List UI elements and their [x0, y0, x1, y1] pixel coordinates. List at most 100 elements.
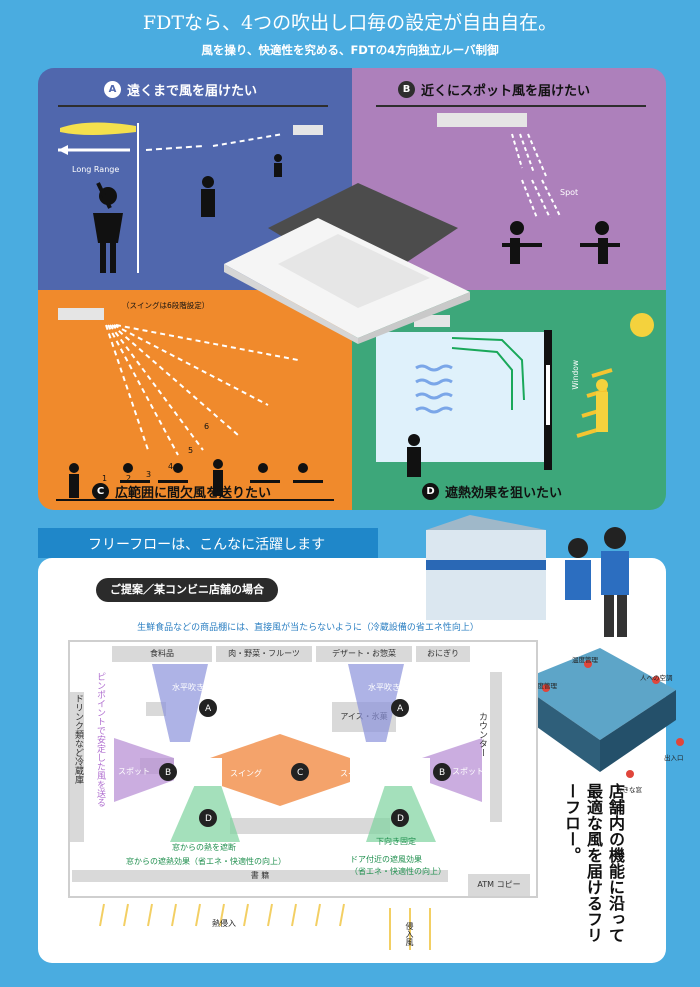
heat-in-label: 熱侵入: [212, 919, 236, 928]
ac-unit-icon: [58, 308, 104, 320]
person-icon: [298, 463, 308, 473]
person-icon: [258, 463, 268, 473]
ac-unit-icon: [293, 125, 323, 135]
person-icon: [173, 463, 183, 473]
page-title: FDTなら、4つの吹出し口毎の設定が自由自在。: [142, 12, 558, 34]
spot-label-right: スポット: [452, 767, 484, 776]
step-2: 2: [126, 474, 132, 483]
person-icon: [202, 176, 214, 188]
horizontal-label-1: 水平吹き固定: [172, 683, 220, 692]
swing-label-right: スイング: [340, 769, 372, 778]
atm-label: ATM: [477, 880, 495, 889]
badge-b-icon: [159, 763, 177, 781]
quadrant-a-title: 遠くまで風を届けたい: [127, 84, 258, 99]
quadrant-d-heading: D 遮熱効果を狙いたい: [422, 482, 562, 501]
person-icon: [596, 379, 608, 391]
person-icon: [274, 154, 282, 162]
gondola: [146, 702, 166, 716]
badge-c-icon: [291, 763, 309, 781]
window-effect-label: 窓からの遮熱効果（省エネ・快適性の向上）: [126, 857, 286, 866]
window-heat-label: 窓からの熱を遮断: [172, 843, 236, 852]
badge-a-icon: [199, 699, 217, 717]
airflow-diagram: A A B B C D D: [114, 664, 482, 842]
counter-block: [490, 672, 502, 822]
shelf-produce: 肉・野菜・フルーツ: [216, 646, 312, 662]
freeflow-tab: フリーフローは、こんなに活躍します: [38, 528, 378, 558]
shelf-food: 食料品: [112, 646, 212, 662]
badge-d-icon: [391, 809, 409, 827]
svg-text:D: D: [205, 814, 212, 824]
quadrant-a-rule: [58, 105, 328, 107]
staff-icon: [568, 538, 588, 558]
svg-text:A: A: [205, 704, 212, 714]
sun-icon: [630, 313, 654, 337]
badge-a-icon: [391, 699, 409, 717]
svg-text:D: D: [397, 814, 404, 824]
spot-label-left: スポット: [118, 767, 150, 776]
person-icon: [213, 459, 223, 469]
flag-icon: [60, 122, 136, 135]
person-icon: [595, 221, 609, 235]
shelf-magazines: 書 籍: [72, 870, 448, 882]
callout-temp-2: 温度管理: [572, 656, 598, 664]
shelf-notice: 生鮮食品などの商品棚には、直接風が当たらないように（冷蔵設備の省エネ性向上）: [137, 623, 479, 633]
person-icon: [69, 463, 79, 473]
callout-entrance: 出入口: [664, 754, 684, 762]
quadrant-b-rule: [376, 105, 646, 107]
long-range-illustration: [58, 122, 323, 273]
horizontal-label-2: 水平吹き固定: [368, 683, 416, 692]
wind-in-label: 侵入風: [405, 922, 414, 946]
quadrant-c-heading: C 広範囲に間欠風を送りたい: [92, 482, 271, 501]
swing-note: （スイングは6段階設定）: [122, 301, 210, 310]
svg-text:B: B: [165, 768, 171, 778]
quadrant-b-title: 近くにスポット風を届けたい: [421, 84, 591, 99]
quadrant-a-heading: A 遠くまで風を届けたい: [104, 80, 257, 99]
quadrant-b: B 近くにスポット風を届けたい Spot: [352, 68, 666, 290]
person-icon: [408, 434, 420, 446]
quadrant-panel: A 遠くまで風を届けたい L: [38, 68, 666, 510]
fridge-label: ドリンク類など冷蔵庫: [73, 694, 83, 784]
quadrant-d-title: 遮熱効果を狙いたい: [445, 486, 563, 501]
desk-icon: [502, 243, 542, 247]
step-3: 3: [146, 470, 152, 479]
ac-unit-icon: [437, 113, 527, 127]
store-floor-plan: 食料品 肉・野菜・フルーツ デザート・お惣菜 おにぎり アイス・氷菓 書 籍 A…: [68, 640, 538, 898]
long-range-label: Long Range: [72, 165, 120, 174]
proposal-label: ご提案／某コンビニ店舗の場合: [96, 578, 278, 602]
staff-icon: [604, 527, 626, 549]
pinpoint-label: ピンポイントで安定した風を送る: [95, 672, 105, 807]
quadrant-d: Window D 遮熱効果を狙いたい: [352, 290, 666, 510]
badge-c: C: [92, 483, 109, 500]
step-4: 4: [168, 462, 174, 471]
copy-label: コピー: [496, 880, 521, 889]
swing-label-left: スイング: [230, 769, 262, 778]
person-icon: [123, 463, 133, 473]
step-1: 1: [102, 474, 108, 483]
atm-copy: ATM コピー: [468, 874, 530, 896]
person-icon: [510, 221, 524, 235]
step-6: 6: [204, 422, 210, 431]
pin-icon: [676, 738, 684, 746]
heat-shield-illustration: [376, 313, 654, 477]
down-fixed-label: 下向き固定: [376, 837, 416, 846]
svg-text:C: C: [297, 768, 303, 778]
door-effect-label-2: （省エネ・快適性の向上）: [350, 867, 446, 876]
shelf-onigiri: おにぎり: [416, 646, 470, 662]
callout-window: 大きな窓: [616, 786, 642, 794]
swing-illustration: [56, 308, 334, 501]
ac-unit-illustration: [224, 183, 470, 344]
quadrant-c-title: 広範囲に間欠風を送りたい: [115, 486, 272, 501]
callout-temp-1: 温度管理: [531, 682, 557, 690]
freeflow-side-title: 店舗内の機能に沿って最適な風を届けるフリーフロー。: [562, 783, 625, 943]
quadrant-c: （スイングは6段階設定） 1 2 3 4 5 6 C 広範囲に間欠風を送りたい: [38, 290, 352, 510]
badge-d: D: [422, 483, 439, 500]
quadrant-b-heading: B 近くにスポット風を届けたい: [398, 80, 590, 99]
badge-a: A: [104, 81, 121, 98]
page-subtitle: 風を操り、快適性を究める、FDTの4方向独立ルーバ制御: [201, 43, 499, 57]
gondola: [230, 818, 390, 834]
step-5: 5: [188, 446, 194, 455]
wall-fridge: [70, 692, 84, 842]
svg-text:B: B: [439, 768, 445, 778]
spot-label: Spot: [560, 188, 579, 197]
door-effect-label: ドア付近の遮風効果: [350, 855, 422, 864]
